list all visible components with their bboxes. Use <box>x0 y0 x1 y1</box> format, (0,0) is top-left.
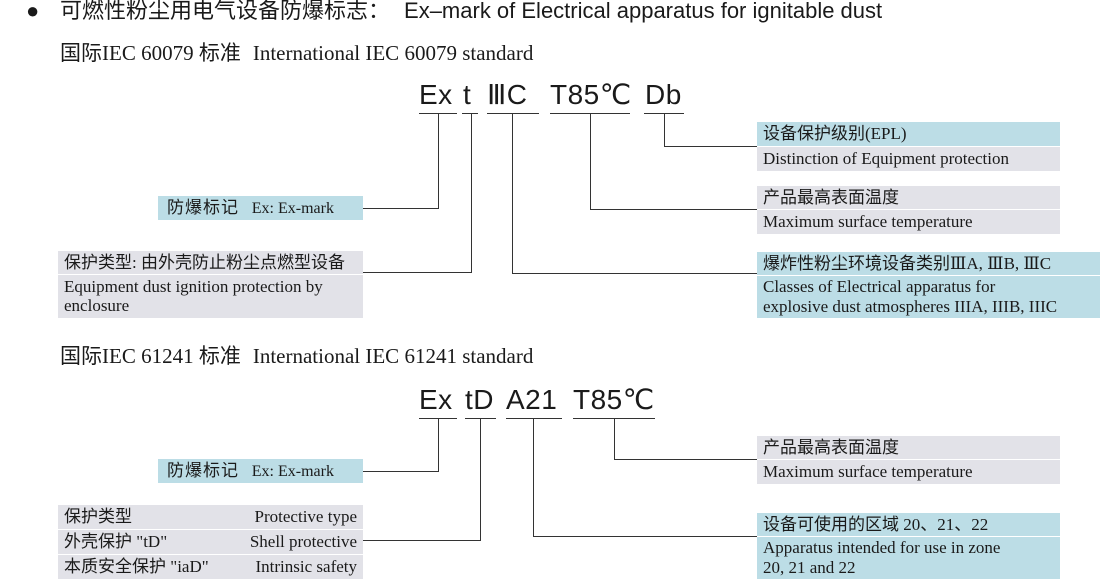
connector-group <box>512 113 513 274</box>
temp2-cn: 产品最高表面温度 <box>757 436 1060 459</box>
code1-epl: Db <box>645 79 682 110</box>
bullet-icon: ● <box>26 0 40 23</box>
section2-standard: 国际IEC 61241 标准 International IEC 61241 st… <box>60 343 533 369</box>
protection-en: Equipment dust ignition protection by en… <box>58 275 363 318</box>
group-en-line1: Classes of Electrical apparatus for <box>763 277 996 296</box>
connector2-temp <box>614 418 615 460</box>
exmark2-cn: 防爆标记 <box>167 461 239 480</box>
code1-group: ⅢC <box>487 79 528 110</box>
zone-cn: 设备可使用的区域 20、21、22 <box>757 513 1060 536</box>
connector2-td <box>480 418 481 541</box>
exmark1-box: 防爆标记 Ex: Ex-mark <box>158 196 363 220</box>
code2-zone: A21 <box>506 384 558 415</box>
ptype-row3-en: Intrinsic safety <box>255 557 358 576</box>
connector2-zone-h <box>533 536 757 537</box>
zone-en-line1: Apparatus intended for use in zone <box>763 538 1001 557</box>
protection-en-line2: enclosure <box>64 296 130 315</box>
title-en: Ex–mark of Electrical apparatus for igni… <box>404 0 883 23</box>
protection-en-line1: Equipment dust ignition protection by <box>64 277 323 296</box>
temp1-box: 产品最高表面温度 Maximum surface temperature <box>757 186 1060 234</box>
ptype-row1-en: Protective type <box>254 507 357 526</box>
epl-cn: 设备保护级别(EPL) <box>757 122 1060 146</box>
temp1-cn: 产品最高表面温度 <box>757 186 1060 209</box>
protection-cn: 保护类型: 由外壳防止粉尘点燃型设备 <box>58 251 363 274</box>
connector-ex-h <box>363 208 439 209</box>
ptype-row1: 保护类型 Protective type <box>58 505 363 529</box>
code1-t: t <box>463 79 472 110</box>
ptype-row2-en: Shell protective <box>249 532 357 551</box>
zone-en-line2: 20, 21 and 22 <box>763 558 856 577</box>
connector2-ex-h <box>363 471 439 472</box>
title-cn: 可燃性粉尘用电气设备防爆标志： <box>60 0 391 23</box>
ptype-row3: 本质安全保护 "iaD" Intrinsic safety <box>58 555 363 579</box>
code2-td: tD <box>465 384 494 415</box>
group-en-line2: explosive dust atmospheres IIIA, IIIB, I… <box>763 297 1058 316</box>
connector-epl-h <box>664 146 757 147</box>
connector-temp <box>590 113 591 210</box>
connector-t <box>471 113 472 273</box>
page-title: ● 可燃性粉尘用电气设备防爆标志： Ex–mark of Electrical ap… <box>26 0 882 25</box>
ptype-row1-cn: 保护类型 <box>64 507 132 526</box>
temp2-en: Maximum surface temperature <box>757 460 1060 484</box>
underline-group <box>487 113 539 114</box>
underline-t <box>462 113 478 114</box>
epl-en: Distinction of Equipment protection <box>757 147 1060 171</box>
section1-std-cn: 国际IEC 60079 标准 <box>60 41 241 65</box>
ptype-row2-cn: 外壳保护 "tD" <box>64 532 168 551</box>
protection-box: 保护类型: 由外壳防止粉尘点燃型设备 Equipment dust igniti… <box>58 251 363 318</box>
connector-ex <box>438 113 439 209</box>
temp2-box: 产品最高表面温度 Maximum surface temperature <box>757 436 1060 484</box>
group-en: Classes of Electrical apparatus for expl… <box>757 276 1100 318</box>
section1-std-en: International IEC 60079 standard <box>252 41 534 65</box>
section2-std-en: International IEC 61241 standard <box>252 344 534 368</box>
connector-temp-h <box>590 209 757 210</box>
exmark1-cn: 防爆标记 <box>167 198 239 217</box>
exmark2-box: 防爆标记 Ex: Ex-mark <box>158 459 363 483</box>
code2-ex: Ex <box>419 384 453 415</box>
temp1-en: Maximum surface temperature <box>757 210 1060 234</box>
zone-box: 设备可使用的区域 20、21、22 Apparatus intended for… <box>757 513 1060 579</box>
section1-standard: 国际IEC 60079 标准 International IEC 60079 st… <box>60 40 533 66</box>
connector-epl <box>664 113 665 147</box>
connector2-td-h <box>363 540 481 541</box>
ptype-row2: 外壳保护 "tD" Shell protective <box>58 530 363 554</box>
ptype-box: 保护类型 Protective type 外壳保护 "tD" Shell pro… <box>58 505 363 579</box>
section2-std-cn: 国际IEC 61241 标准 <box>60 344 241 368</box>
underline2-zone <box>506 418 562 419</box>
group-cn: 爆炸性粉尘环境设备类别ⅢA, ⅢB, ⅢC <box>757 252 1100 275</box>
epl-box: 设备保护级别(EPL) Distinction of Equipment pro… <box>757 122 1060 171</box>
connector2-temp-h <box>614 459 757 460</box>
connector2-ex <box>438 418 439 472</box>
ptype-row3-cn: 本质安全保护 "iaD" <box>64 557 209 576</box>
connector-group-h <box>512 273 757 274</box>
connector-t-h <box>363 272 472 273</box>
code1-ex: Ex <box>419 79 453 110</box>
zone-en: Apparatus intended for use in zone 20, 2… <box>757 537 1060 579</box>
exmark2-label: 防爆标记 Ex: Ex-mark <box>158 459 363 483</box>
connector2-zone <box>533 418 534 537</box>
code2-temp: T85℃ <box>573 384 655 415</box>
exmark1-label: 防爆标记 Ex: Ex-mark <box>158 196 363 220</box>
group-box: 爆炸性粉尘环境设备类别ⅢA, ⅢB, ⅢC Classes of Electri… <box>757 252 1100 318</box>
exmark2-en: Ex: Ex-mark <box>251 463 334 480</box>
code1-temp: T85℃ <box>550 79 632 110</box>
exmark1-en: Ex: Ex-mark <box>251 200 334 217</box>
